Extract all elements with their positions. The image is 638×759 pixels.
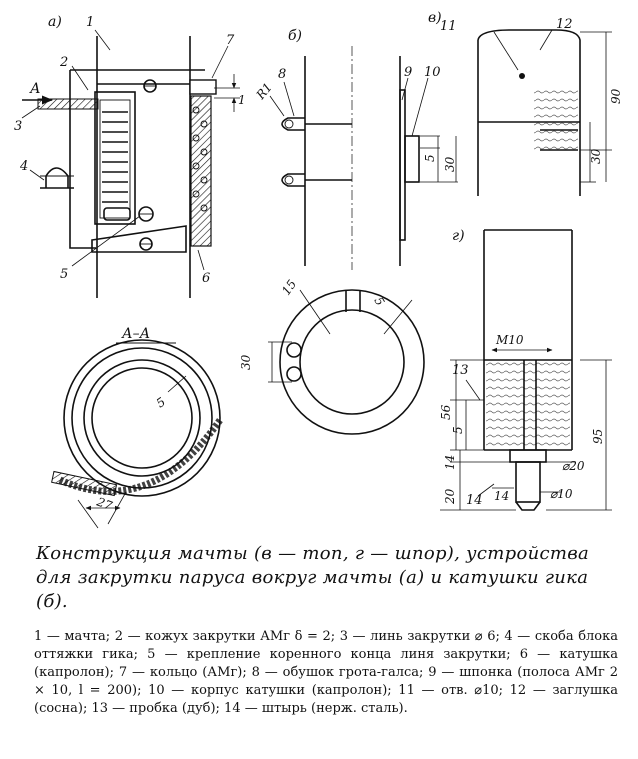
coil-turns [102,111,128,203]
figure-caption: Конструкция мачты (в — топ, г — шпор), у… [36,543,590,612]
dim-30-ring: 30 [239,354,253,370]
callout-11: 11 [440,19,457,34]
callout-6: 6 [202,271,210,286]
view-label-b: б) [288,28,302,44]
section-mark-a: А [29,81,41,97]
callout-4: 4 [19,159,28,174]
callout-8: 8 [278,67,286,82]
callout-9: 9 [404,65,412,80]
dim-30-v: 30 [589,148,603,164]
dim-dia10: ⌀10 [550,487,573,501]
view-b-boom-reel: б) 5 30 R1 8 9 10 [253,28,458,270]
dim-dia20: ⌀20 [562,459,585,473]
view-a-furling-device: а) [14,14,246,298]
view-g-mast-heel: г) M10 13 56 5 14 20 14 95 [439,228,612,511]
figure-legend: 1 — мачта; 2 — кожух закрутки АМг δ = 2;… [34,629,618,716]
dim-56: 56 [439,404,453,420]
callout-10: 10 [424,65,441,80]
view-v-mast-top: в) 90 30 11 12 [428,10,623,196]
dim-r1: R1 [253,80,275,103]
dim-5-ring: 5 [371,295,387,309]
mast-construction-drawing: а) [14,10,623,529]
dim-5-coil: 5 [154,395,168,411]
view-label-v: в) [428,10,442,26]
dim-1mm: 1 [238,93,246,107]
view-label-a: а) [48,14,62,30]
dim-14-pin: 14 [494,489,509,503]
dim-m10: M10 [495,333,524,347]
callout-3: 3 [14,119,22,134]
callout-7: 7 [226,33,235,48]
dim-14-left: 14 [443,455,457,470]
view-label-g: г) [452,228,465,244]
callout-1: 1 [86,15,94,30]
callout-2: 2 [59,55,68,70]
callout-5-a: 5 [60,267,68,282]
dim-27: 27 [94,494,114,513]
callout-12: 12 [556,17,573,32]
dim-15: 15 [279,277,299,298]
callout-14: 14 [466,493,483,508]
dim-20-left: 20 [443,488,457,505]
callout-13: 13 [452,363,469,378]
view-b-ring-section: 30 15 5 [239,277,425,435]
section-label: А–А [121,326,150,342]
dim-30-b: 30 [443,156,457,172]
dim-5-g: 5 [451,426,465,434]
section-aa: А–А 5 27 [51,326,223,529]
dim-5-b: 5 [423,154,437,162]
dim-95: 95 [591,429,605,444]
dim-90: 90 [609,88,623,104]
